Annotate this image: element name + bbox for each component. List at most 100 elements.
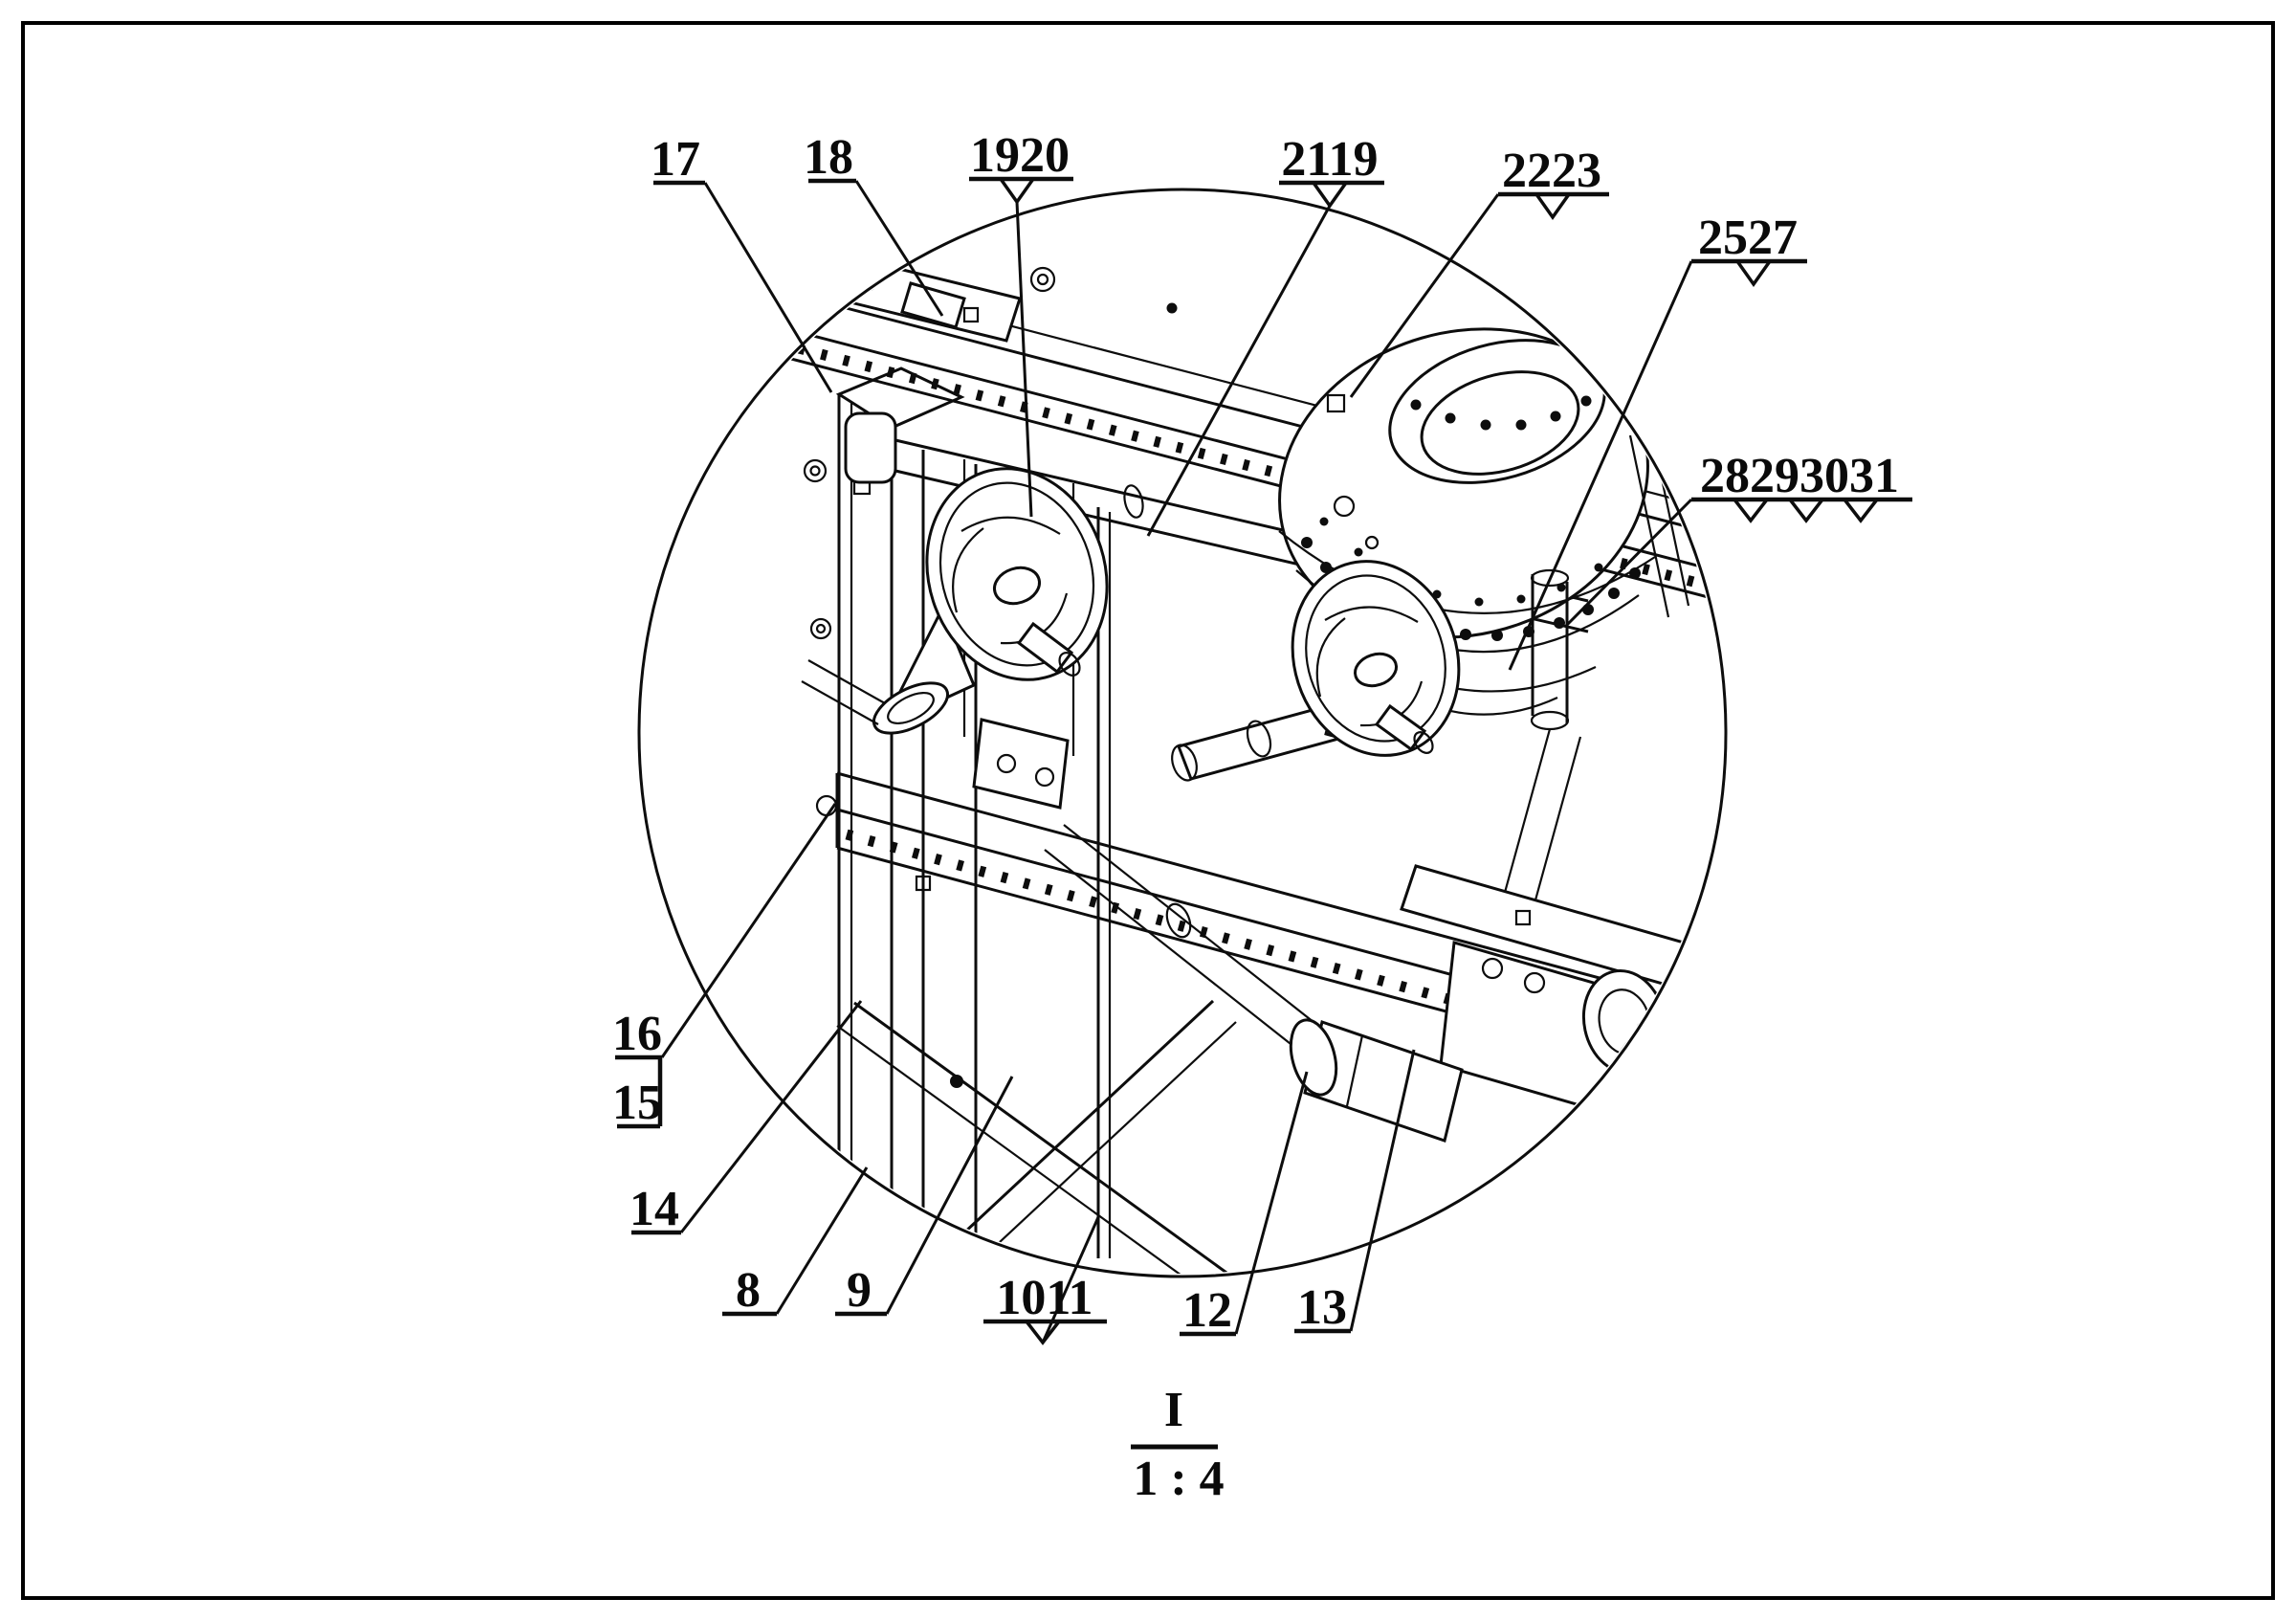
flame-hole [1480, 419, 1491, 431]
plate-hole-marker [846, 276, 863, 293]
pipe-collar [1165, 902, 1192, 939]
flame-hole [1410, 399, 1422, 411]
bolt-icon [1029, 266, 1056, 293]
part-number-label: 17 [651, 132, 700, 187]
lower-feed-pipe [1044, 824, 1319, 1052]
pipe-cap [1530, 710, 1570, 731]
pipe-elbow [844, 411, 897, 484]
brace-line [888, 1021, 1237, 1274]
handwheel-spoke [1315, 617, 1346, 698]
title-block: I 1 : 4 [1131, 1383, 1225, 1506]
nozzle-shaft [801, 659, 886, 725]
flame-hole [1301, 537, 1313, 548]
flame-hole [1594, 563, 1603, 572]
leader-line-8 [775, 1166, 869, 1315]
part-number-label: 9 [847, 1263, 872, 1318]
brace-line [836, 1025, 1245, 1274]
page-border [21, 21, 2275, 1600]
part-number-label: 14 [629, 1182, 679, 1236]
part-number-label: 28293031 [1700, 449, 1899, 503]
leader-line-28293031 [1563, 498, 1693, 629]
pipe-cap [1530, 568, 1570, 588]
leader-line-18 [854, 180, 944, 317]
pointer-notch [1312, 181, 1348, 210]
bolt-icon [1481, 957, 1504, 980]
pipe-collar [1246, 720, 1272, 758]
callout-18: 18 [804, 130, 944, 317]
rivet-dot [1166, 302, 1178, 314]
pointer-notch [1534, 192, 1571, 221]
pointer-notch [1843, 498, 1879, 523]
callout-16: 16 [612, 803, 837, 1061]
pump-assembly [1289, 864, 1686, 1143]
callout-2119: 2119 [1146, 132, 1384, 537]
callout-12: 12 [1180, 1071, 1309, 1338]
valve-assembly-1 [801, 459, 1109, 810]
leader-line-12 [1234, 1071, 1309, 1335]
bolt-icon [815, 623, 827, 634]
pointer-notch [1788, 498, 1824, 523]
callout-9: 9 [835, 1076, 1014, 1318]
flame-hole [1474, 597, 1484, 607]
part-number-label: 18 [804, 130, 853, 185]
part-number-label: 15 [612, 1076, 662, 1130]
leader-line-16 [660, 803, 837, 1058]
part-number-label: 1920 [970, 128, 1070, 183]
motor-collar-line [1345, 1034, 1364, 1107]
flame-hole [1320, 562, 1332, 573]
pipe-line [1496, 728, 1552, 918]
valve-stem-end [1058, 652, 1081, 677]
valve-hub [993, 566, 1041, 606]
bolt-icon [1523, 971, 1546, 994]
nozzle-mouth [887, 691, 935, 725]
callout-13: 13 [1294, 1049, 1416, 1335]
valve-manifold-block [972, 718, 1070, 810]
callout-15: 15 [612, 1057, 663, 1130]
burner-port [1364, 535, 1380, 550]
pipe-collar [1123, 484, 1144, 519]
flame-hole [1629, 567, 1641, 579]
machinery-drawing [763, 245, 1723, 1274]
burner-tab-marker [1326, 393, 1346, 413]
detail-view-label: I [1164, 1383, 1183, 1437]
riser-pipe [1496, 568, 1582, 925]
bolt-icon [809, 465, 821, 477]
callout-28293031: 28293031 [1563, 449, 1912, 629]
rail-hole-marker [915, 875, 932, 892]
rivet-dot [950, 1075, 963, 1088]
callout-1920: 1920 [969, 128, 1073, 518]
pointer-notch [1025, 1320, 1061, 1345]
pointer-notch [999, 177, 1035, 206]
leader-line-2223 [1349, 193, 1500, 398]
detail-circle-boundary [637, 188, 1728, 1278]
flame-hole [1554, 617, 1565, 629]
leader-line-13 [1349, 1049, 1416, 1332]
callout-14: 14 [629, 1000, 863, 1236]
pipe-line [1527, 736, 1582, 925]
leader-line-9 [885, 1076, 1014, 1315]
flame-hole [1580, 395, 1592, 407]
part-number-label: 13 [1297, 1280, 1347, 1335]
top-rail [763, 245, 1723, 620]
callout-2527: 2527 [1508, 211, 1807, 671]
part-number-label: 8 [736, 1263, 761, 1318]
pointer-notch [1733, 498, 1769, 523]
part-number-label: 2223 [1502, 144, 1601, 198]
scale-label: 1 : 4 [1133, 1452, 1224, 1506]
bolt-icon [809, 617, 832, 640]
flame-hole [1445, 412, 1456, 424]
valve-stem [1374, 703, 1427, 752]
callout-1011: 1011 [983, 1216, 1107, 1345]
flame-hole [1491, 630, 1503, 641]
flame-hole [1515, 419, 1527, 431]
motor-end [1289, 1018, 1338, 1097]
burner-center-hole [1420, 370, 1580, 476]
flame-hole [1516, 594, 1526, 604]
rail-clamp [900, 281, 966, 329]
brace-line [853, 1001, 1262, 1274]
part-number-label: 12 [1182, 1283, 1232, 1338]
callout-2223: 2223 [1349, 144, 1609, 398]
pipe-line [1044, 849, 1300, 1052]
